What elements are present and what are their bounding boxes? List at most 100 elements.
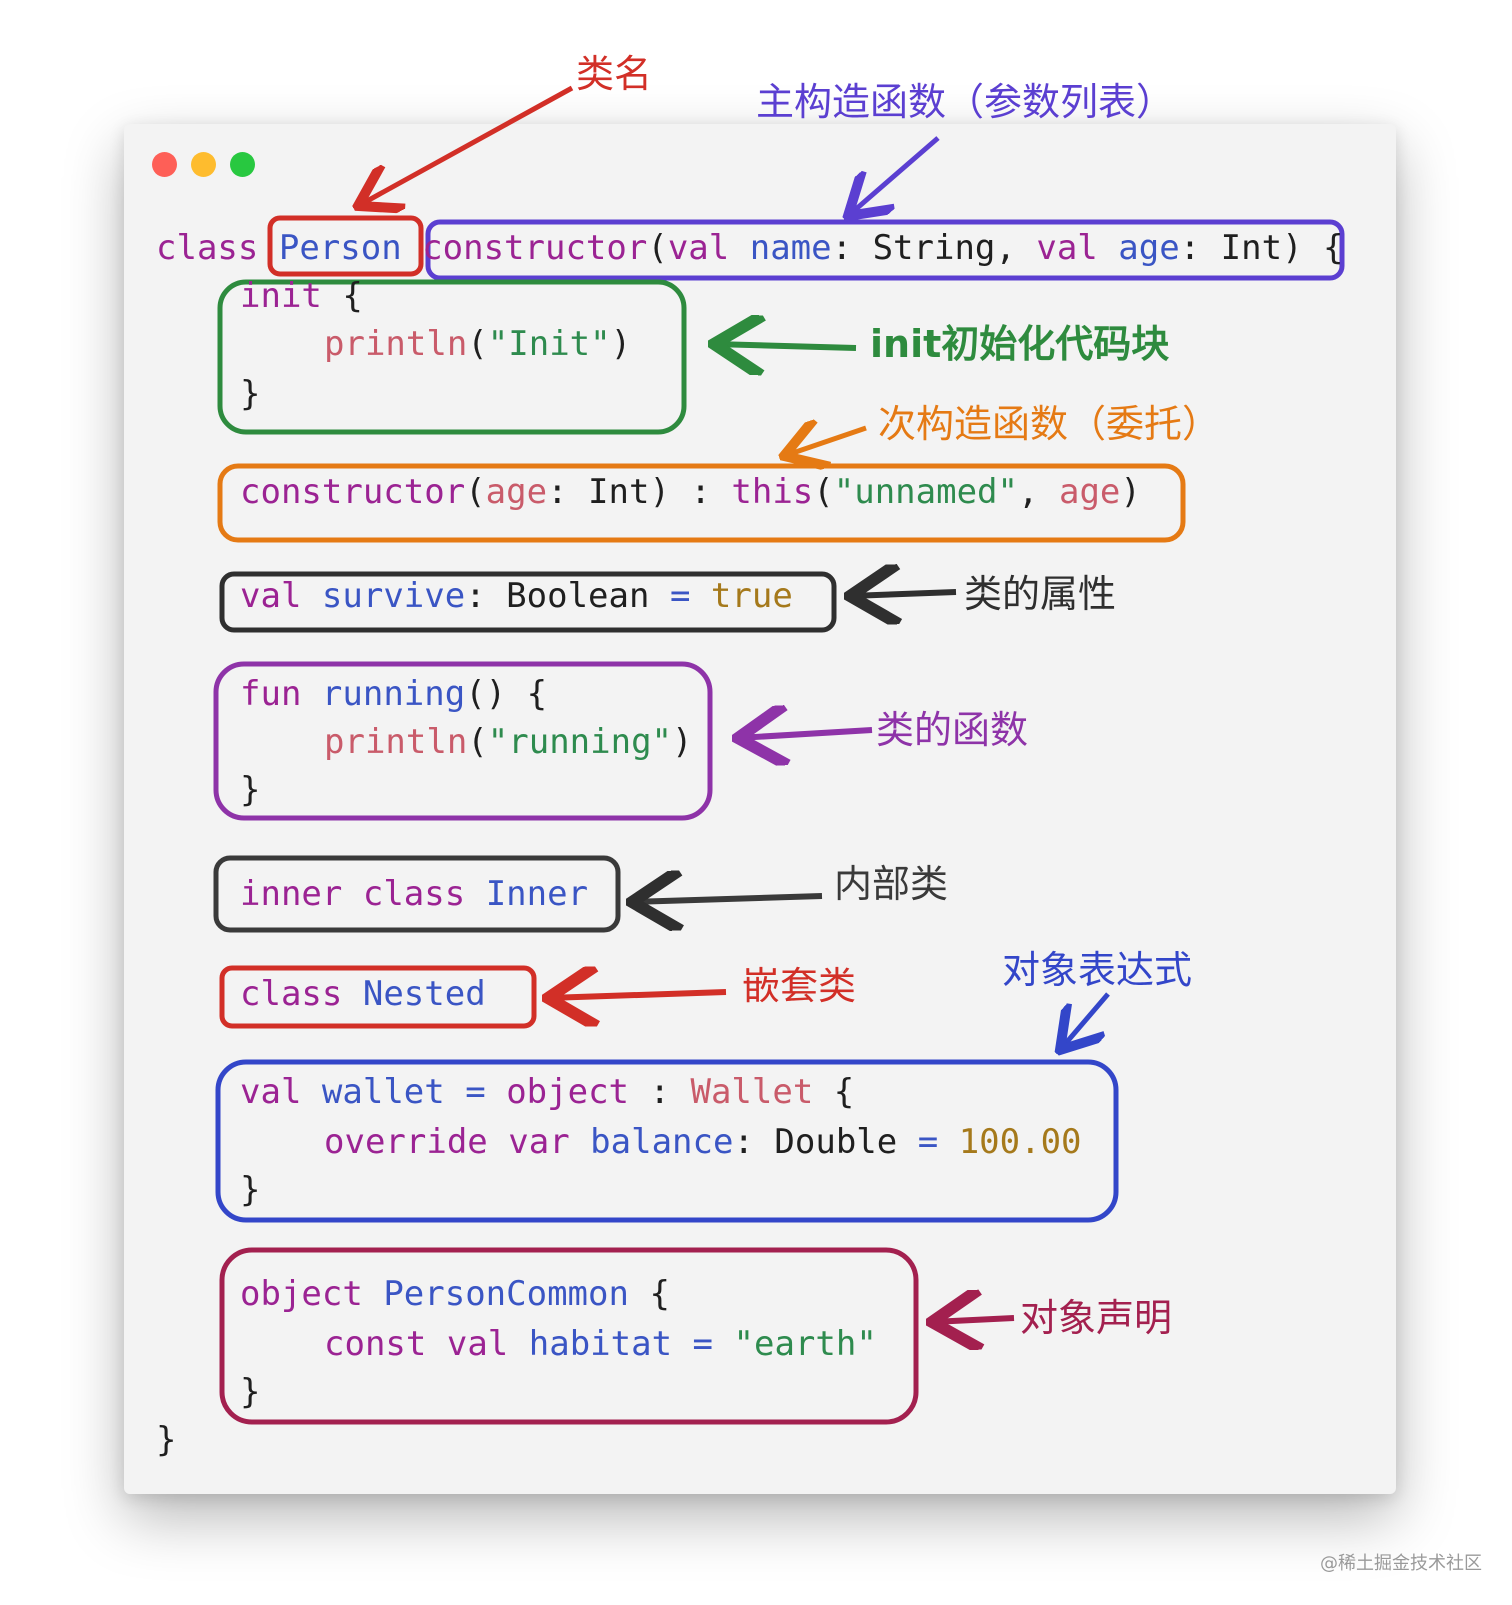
brace: } <box>240 770 261 810</box>
comma: , <box>1018 472 1039 512</box>
secondary-constructor-arrow <box>784 428 867 456</box>
secondary-constructor-box <box>217 463 1186 543</box>
function-arrow <box>738 730 873 738</box>
inner-class-name: Inner <box>485 874 589 914</box>
const-keyword: const <box>324 1324 427 1364</box>
inner-class-arrow <box>632 896 823 902</box>
init-block-box <box>217 279 687 435</box>
param-name: age <box>485 472 548 512</box>
equals: = <box>917 1122 939 1162</box>
nested-class-arrow <box>548 992 727 998</box>
colon: : <box>547 472 568 512</box>
paren: ) <box>672 722 693 762</box>
nested-class-box <box>219 965 537 1029</box>
code-line-function-body: println("running") <box>324 722 693 762</box>
colon: : <box>649 1072 670 1112</box>
param-type: Int) <box>588 472 670 512</box>
open-brace: { <box>1323 228 1344 268</box>
val-keyword: val <box>1036 228 1098 268</box>
brace: } <box>240 374 261 414</box>
brace: } <box>240 1372 261 1412</box>
supertype: Wallet <box>690 1072 814 1112</box>
class-name: Person <box>278 228 402 268</box>
code-line-secondary-constructor: constructor(age: Int) : this("unnamed", … <box>240 472 1141 512</box>
string-literal: "running" <box>487 722 673 762</box>
object-keyword: object <box>506 1072 630 1112</box>
val-keyword: val <box>667 228 730 268</box>
param-ref: age <box>1058 472 1121 512</box>
println-call: println <box>324 324 468 364</box>
code-line-object-declaration-body: const val habitat = "earth" <box>324 1324 877 1364</box>
code-line-object-expression-body: override var balance: Double = 100.00 <box>324 1122 1082 1162</box>
annotation-property: 类的属性 <box>964 572 1117 616</box>
code-line-object-expression-close: } <box>240 1170 260 1210</box>
annotation-init-block: init初始化代码块 <box>870 322 1170 366</box>
watermark: @稀土掘金技术社区 <box>1320 1553 1482 1574</box>
init-keyword: init <box>240 276 322 316</box>
close-window-dot[interactable] <box>152 152 177 177</box>
brace: { <box>526 674 548 714</box>
brace: { <box>833 1072 855 1112</box>
brace: { <box>342 276 363 316</box>
class-keyword: class <box>362 874 466 914</box>
colon: : <box>733 1122 754 1162</box>
val-keyword: val <box>240 576 302 616</box>
function-box <box>213 661 713 821</box>
maximize-window-dot[interactable] <box>230 152 255 177</box>
code-line-property: val survive: Boolean = true <box>240 576 793 616</box>
constructor-keyword: constructor <box>422 228 648 268</box>
string-literal: "Init" <box>487 324 611 364</box>
property-arrow <box>850 592 957 596</box>
var-keyword: var <box>508 1122 570 1162</box>
class-close-brace: } <box>156 1420 177 1460</box>
property-name: balance <box>590 1122 734 1162</box>
function-name: running <box>321 674 466 714</box>
object-declaration-box <box>219 1247 919 1425</box>
minimize-window-dot[interactable] <box>191 152 216 177</box>
object-expression-box <box>215 1059 1119 1223</box>
paren: ( <box>647 228 668 268</box>
code-line-init-close: } <box>240 374 260 414</box>
property-type: Double <box>774 1122 898 1162</box>
annotation-class-name: 类名 <box>576 52 653 96</box>
annotation-object-declaration: 对象声明 <box>1020 1296 1173 1340</box>
constructor-keyword: constructor <box>240 472 466 512</box>
class-name-box <box>267 215 424 277</box>
code-line-init: init { <box>240 276 363 316</box>
object-keyword: object <box>240 1274 363 1314</box>
annotation-object-expression: 对象表达式 <box>1002 948 1193 992</box>
colon: : <box>1179 228 1201 268</box>
paren: ( <box>813 472 834 512</box>
code-line-function: fun running() { <box>240 674 547 714</box>
boolean-literal: true <box>710 576 793 616</box>
println-call: println <box>324 722 468 762</box>
code-line-nested-class: class Nested <box>240 974 486 1014</box>
code-line-init-body: println("Init") <box>324 324 631 364</box>
variable-name: wallet <box>321 1072 445 1112</box>
annotation-function: 类的函数 <box>876 708 1029 752</box>
string-literal: "earth" <box>733 1324 877 1364</box>
nested-class-name: Nested <box>362 974 486 1014</box>
number-literal: 100.00 <box>958 1122 1082 1162</box>
annotation-secondary-constructor: 次构造函数（委托） <box>878 402 1221 446</box>
param-type: String, <box>872 228 1016 268</box>
paren: ) <box>1120 472 1141 512</box>
paren: ( <box>465 472 486 512</box>
annotation-inner-class: 内部类 <box>834 862 949 906</box>
string-literal: "unnamed" <box>833 472 1018 512</box>
object-declaration-arrow <box>932 1318 1015 1322</box>
inner-class-box <box>213 855 621 933</box>
code-line-inner-class: inner class Inner <box>240 874 588 914</box>
annotation-nested-class: 嵌套类 <box>742 964 857 1008</box>
code-line-object-declaration: object PersonCommon { <box>240 1274 670 1314</box>
param-name: name <box>749 228 832 268</box>
class-name-arrow <box>358 85 574 206</box>
property-box <box>219 571 837 633</box>
class-keyword: class <box>240 974 343 1014</box>
brace: { <box>649 1274 670 1314</box>
paren: ( <box>467 324 488 364</box>
val-keyword: val <box>446 1324 509 1364</box>
paren: ( <box>467 722 488 762</box>
annotation-primary-constructor: 主构造函数（参数列表） <box>756 80 1175 124</box>
